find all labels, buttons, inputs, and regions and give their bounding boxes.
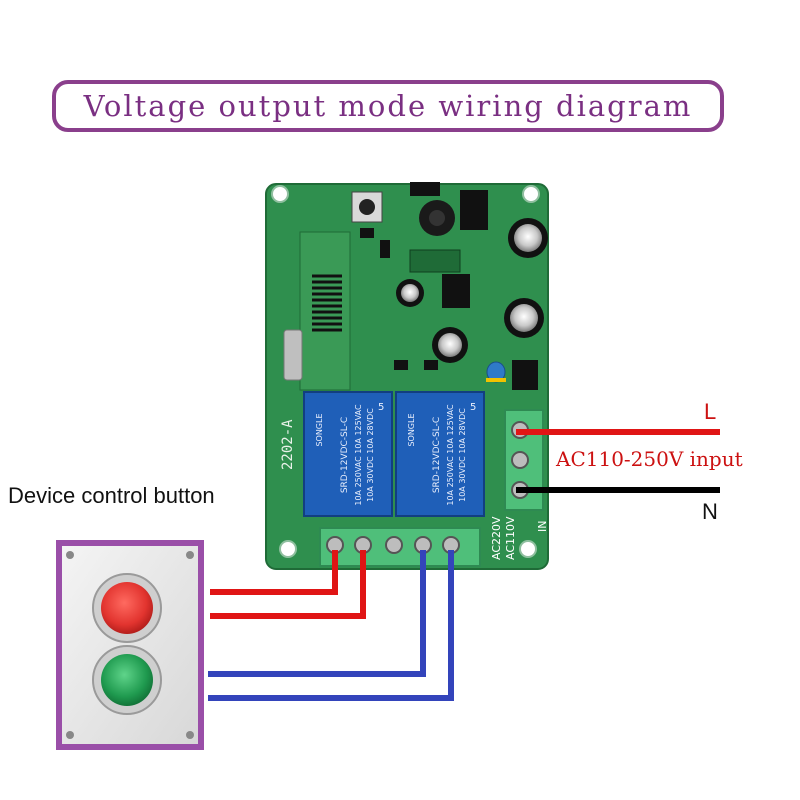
relay-2-brand: SONGLE: [407, 413, 416, 446]
push-button-green-icon: [92, 645, 162, 715]
title-box: Voltage output mode wiring diagram: [52, 80, 724, 132]
terminal-in-label: IN: [536, 521, 549, 532]
terminal-ac110-label: AC110V: [504, 516, 517, 560]
terminal-ac220-label: AC220V: [490, 516, 503, 560]
wire-blue-2: [208, 550, 454, 701]
board-model-label: 2202-A: [280, 419, 296, 470]
wires: [208, 429, 720, 701]
rf-module: [283, 231, 351, 391]
relay-1-rating-2: 10A 30VDC 10A 28VDC: [366, 408, 375, 502]
capacitor-icon: [396, 218, 548, 363]
output-terminal-block: [319, 527, 481, 567]
wire-red-1: [210, 550, 338, 595]
wire-blue-1: [208, 550, 426, 677]
neutral-label: N: [702, 499, 718, 524]
device-control-button-label: Device control button: [8, 483, 215, 508]
input-terminal-block: [504, 409, 544, 511]
relay-1: SRD-12VDC-SL-C 10A 250VAC 10A 125VAC 10A…: [303, 391, 393, 517]
relay-1-brand: SONGLE: [315, 413, 324, 446]
relay-1-rating-1: 10A 250VAC 10A 125VAC: [354, 404, 363, 506]
live-label: L: [704, 399, 717, 424]
relay-2: SRD-12VDC-SL-C 10A 250VAC 10A 125VAC 10A…: [395, 391, 485, 517]
relay-1-model: SRD-12VDC-SL-C: [340, 417, 350, 493]
relay-1-number: 5: [378, 402, 384, 413]
relay-2-rating-2: 10A 30VDC 10A 28VDC: [458, 408, 467, 502]
input-voltage-label: AC110-250V input: [556, 447, 743, 471]
relay-board: 2202-A SRD-12VDC-SL-C 10A 250VAC 10A 125…: [265, 182, 549, 570]
relay-2-rating-1: 10A 250VAC 10A 125VAC: [446, 404, 455, 506]
learn-button-icon: [351, 191, 383, 223]
push-button-red-icon: [92, 573, 162, 643]
wire-red-2: [210, 550, 366, 619]
relay-2-number: 5: [470, 402, 476, 413]
page-title: Voltage output mode wiring diagram: [83, 89, 693, 123]
relay-2-model: SRD-12VDC-SL-C: [432, 417, 442, 493]
control-button-box: [56, 540, 204, 750]
